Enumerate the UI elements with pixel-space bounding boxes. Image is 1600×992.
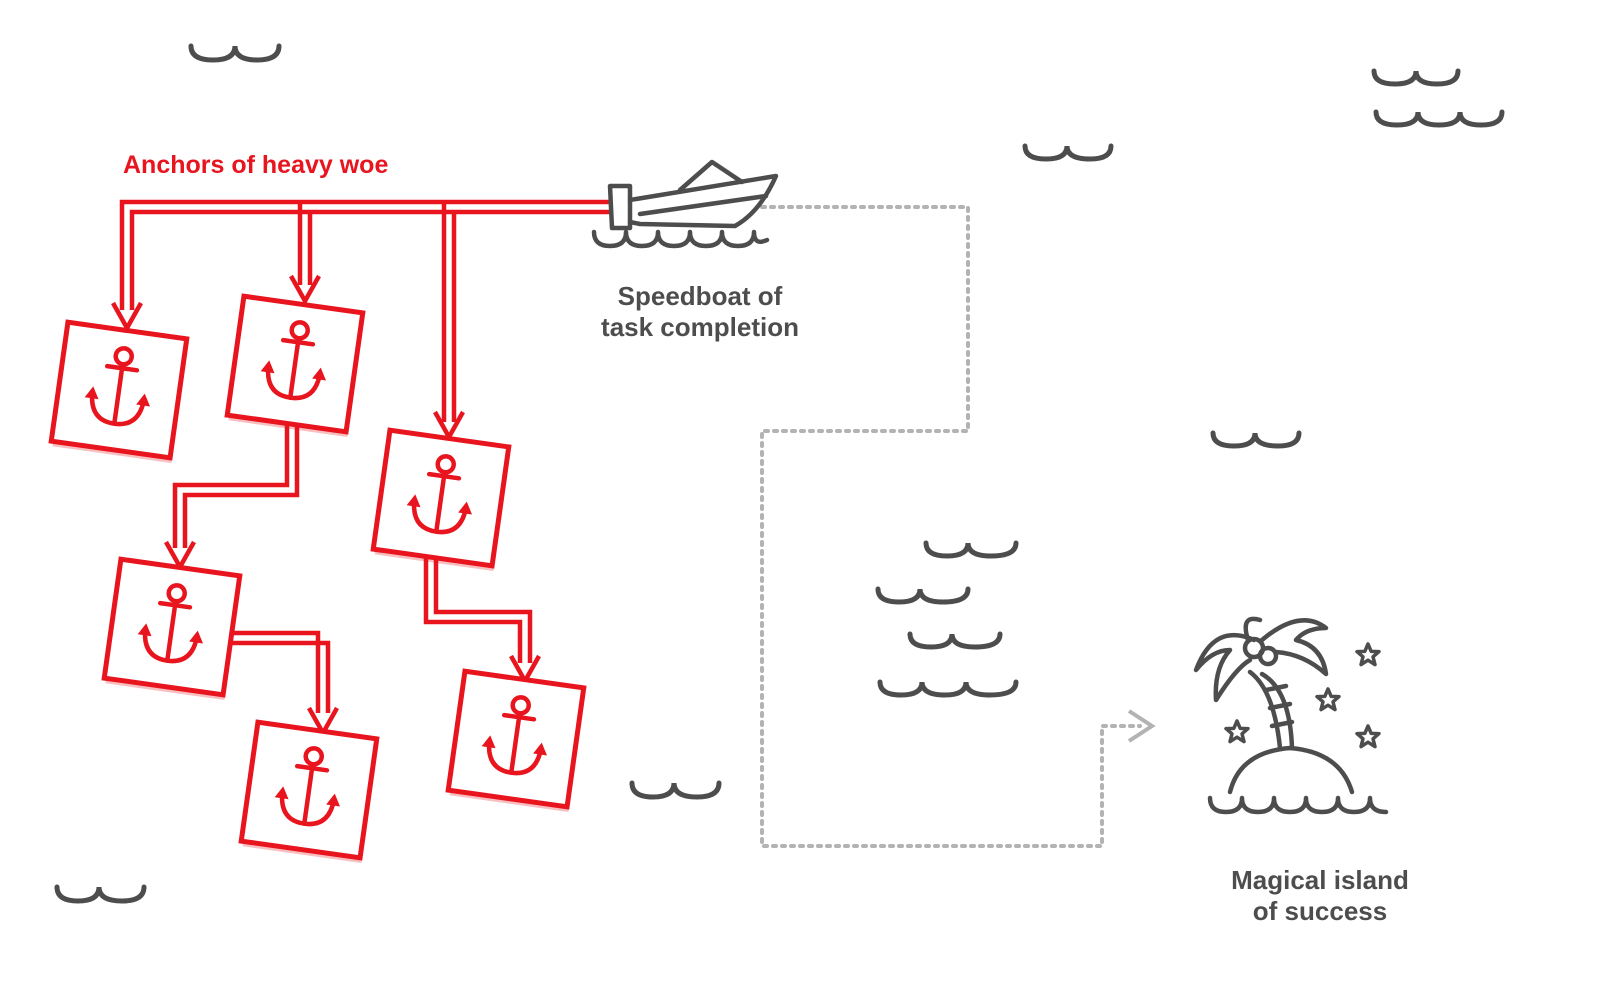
wave-icon (875, 586, 971, 605)
route-path (760, 205, 1156, 848)
rope-d-to-e (230, 630, 339, 738)
anchors-title: Anchors of heavy woe (123, 151, 389, 179)
wave-icon (188, 43, 282, 63)
wave-icon (877, 679, 1019, 698)
anchor-box-b (227, 296, 365, 437)
wave-icon (54, 884, 147, 904)
wave-icon (629, 780, 722, 800)
star-icon (1224, 719, 1250, 744)
anchor-box-f (448, 671, 586, 812)
palm-island-icon (1193, 616, 1389, 815)
island-label: Magical island of success (1200, 865, 1440, 927)
wave-icon (907, 631, 1003, 650)
island-label-line1: Magical island (1231, 865, 1409, 895)
anchor-box-a (51, 322, 189, 463)
star-icon (1355, 642, 1381, 667)
speedboat-icon (591, 159, 779, 249)
star-icon (1355, 724, 1381, 749)
speedboat-label: Speedboat of task completion (585, 281, 815, 343)
rope-main (111, 199, 610, 442)
wave-icon (923, 540, 1019, 559)
waves (54, 43, 1505, 904)
anchor-box-c (373, 430, 511, 571)
island-label-line2: of success (1252, 896, 1388, 926)
rope-c-to-f (423, 557, 541, 686)
anchor-box-e (241, 722, 379, 863)
anchor-box-d (104, 559, 242, 700)
rope-b-to-d (164, 423, 300, 572)
speedboat-label-line2: task completion (601, 312, 799, 342)
star-icon (1315, 687, 1341, 712)
wave-icon (1022, 143, 1114, 162)
route-arrowhead (1127, 709, 1156, 743)
wave-icon (1373, 109, 1505, 128)
speedboat-label-line1: Speedboat of (617, 281, 783, 311)
wave-icon (1210, 430, 1302, 449)
wave-icon (1371, 68, 1461, 87)
